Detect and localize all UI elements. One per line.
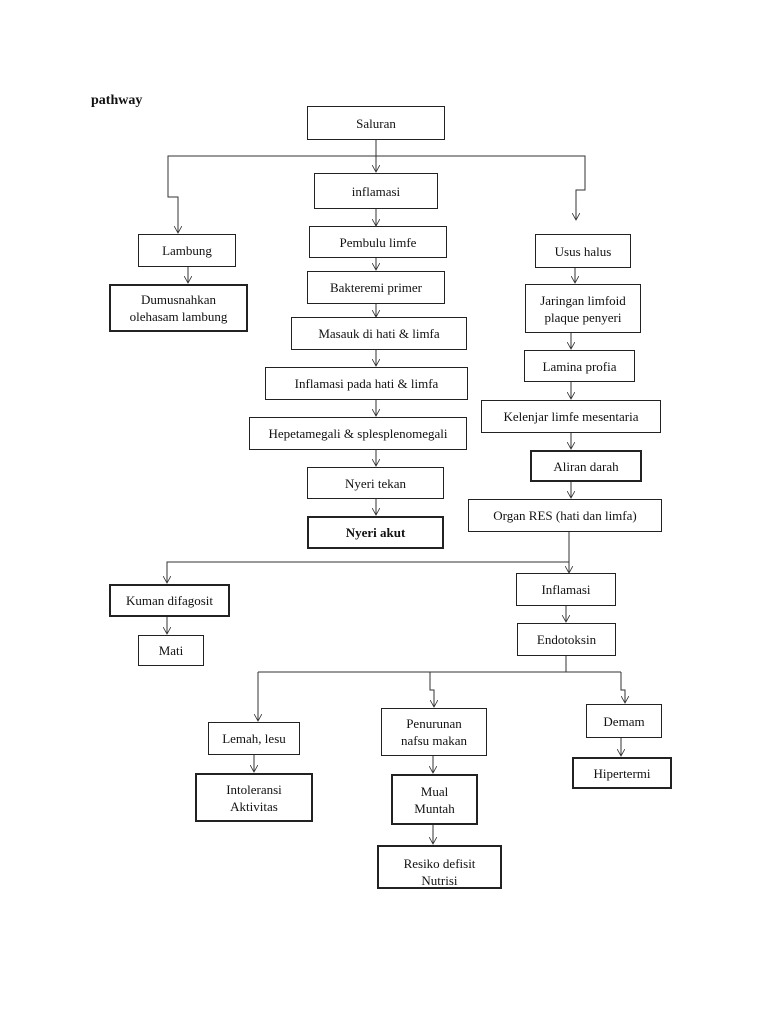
node-hipertermi: Hipertermi	[572, 757, 672, 789]
node-demam: Demam	[586, 704, 662, 738]
node-intoleransi-aktivitas: Intoleransi Aktivitas	[195, 773, 313, 822]
node-nyeri-tekan: Nyeri tekan	[307, 467, 444, 499]
node-inflamasi-2: Inflamasi	[516, 573, 616, 606]
node-pembulu-limfe: Pembulu limfe	[309, 226, 447, 258]
node-lambung: Lambung	[138, 234, 236, 267]
node-mual-muntah: Mual Muntah	[391, 774, 478, 825]
node-usus-halus: Usus halus	[535, 234, 631, 268]
node-aliran-darah: Aliran darah	[530, 450, 642, 482]
page-title: pathway	[91, 93, 143, 108]
node-kelenjar-limfe: Kelenjar limfe mesentaria	[481, 400, 661, 433]
node-penurunan-nafsu: Penurunan nafsu makan	[381, 708, 487, 756]
node-resiko-defisit-nutrisi: Resiko defisit Nutrisi	[377, 845, 502, 889]
node-masauk: Masauk di hati & limfa	[291, 317, 467, 350]
node-nyeri-akut: Nyeri akut	[307, 516, 444, 549]
node-lemah-lesu: Lemah, lesu	[208, 722, 300, 755]
node-organ-res: Organ RES (hati dan limfa)	[468, 499, 662, 532]
node-saluran: Saluran	[307, 106, 445, 140]
node-kuman-difagosit: Kuman difagosit	[109, 584, 230, 617]
node-endotoksin: Endotoksin	[517, 623, 616, 656]
node-bakteremi-primer: Bakteremi primer	[307, 271, 445, 304]
node-mati: Mati	[138, 635, 204, 666]
node-inflamasi-hati: Inflamasi pada hati & limfa	[265, 367, 468, 400]
node-lamina-profia: Lamina profia	[524, 350, 635, 382]
node-inflamasi: inflamasi	[314, 173, 438, 209]
node-jaringan-limfoid: Jaringan limfoid plaque penyeri	[525, 284, 641, 333]
node-hepetamegali: Hepetamegali & splesplenomegali	[249, 417, 467, 450]
node-dumusnahkan: Dumusnahkan olehasam lambung	[109, 284, 248, 332]
